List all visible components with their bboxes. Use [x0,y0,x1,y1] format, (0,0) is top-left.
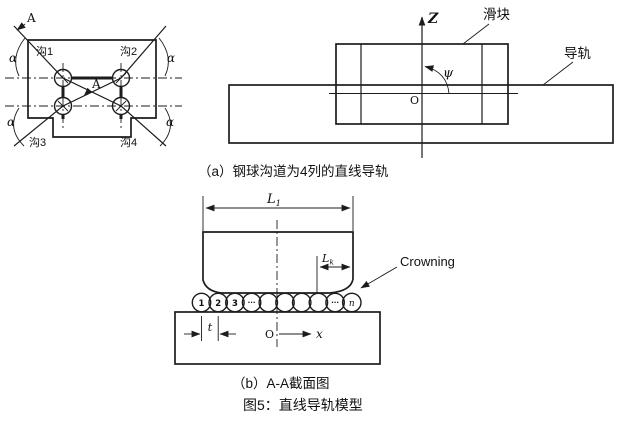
slider-leader-line [462,23,490,45]
psi-angle-arc [424,65,450,94]
z-axis-label: Z [427,11,439,27]
alpha-bottom-left: α [7,115,15,129]
caption-b: （b）A-A截面图 [232,376,330,391]
contact-angle-arcs [13,37,171,147]
slider-block-hatched [202,231,354,294]
section-line-a2 [13,25,167,147]
psi-label: ψ [443,66,454,81]
ball-2-label: 2 [215,299,221,309]
ball-3-label: 3 [232,299,238,309]
caption-a: （a）钢球沟道为4列的直线导轨 [198,164,389,179]
alpha-top-left: α [9,51,17,65]
ball-n-label: n [349,299,355,309]
section-label-a-mid: A [91,77,101,91]
groove-1-label: 沟1 [36,45,53,58]
cross-section-view: A A 沟1 沟2 沟3 沟4 α α α α [5,11,182,149]
lk-label: Lk [321,252,334,267]
section-origin-label: O [265,328,274,341]
l1-label: L1 [266,192,281,209]
ball-row: 1 2 3 ··· ··· n [191,292,362,313]
rail-leader-line [542,61,574,86]
slider-outline [27,39,157,138]
ball-4-label: ··· [248,299,256,307]
crowning-leader-line [360,266,398,289]
t-label: t [208,321,213,334]
groove-2-label: 沟2 [120,45,137,58]
raceway-bars [61,76,123,119]
section-aa-view: L1 Lk Crowning 1 2 3 ··· [174,192,455,365]
alpha-bottom-right: α [166,115,174,129]
section-a-arrow-top [16,22,26,31]
contact-angle-ticks [57,72,127,112]
alpha-top-right: α [167,51,175,65]
section-a-arrow-mid [83,87,93,97]
side-view: Z ψ O 滑块 导轨 [228,7,614,158]
rail-base [174,311,381,365]
x-axis-label: x [316,327,323,341]
ball-1-label: 1 [199,299,205,309]
groove-3-label: 沟3 [29,136,46,149]
slider-label: 滑块 [483,7,510,22]
section-label-a-top: A [26,11,36,25]
origin-label: O [410,94,419,107]
groove-4-label: 沟4 [120,136,137,149]
ball-9-label: ··· [331,299,339,307]
rail-label: 导轨 [564,46,592,61]
rail-body [228,84,614,144]
caption-figure: 图5：直线导轨模型 [243,397,363,413]
crowning-label: Crowning [400,254,455,269]
